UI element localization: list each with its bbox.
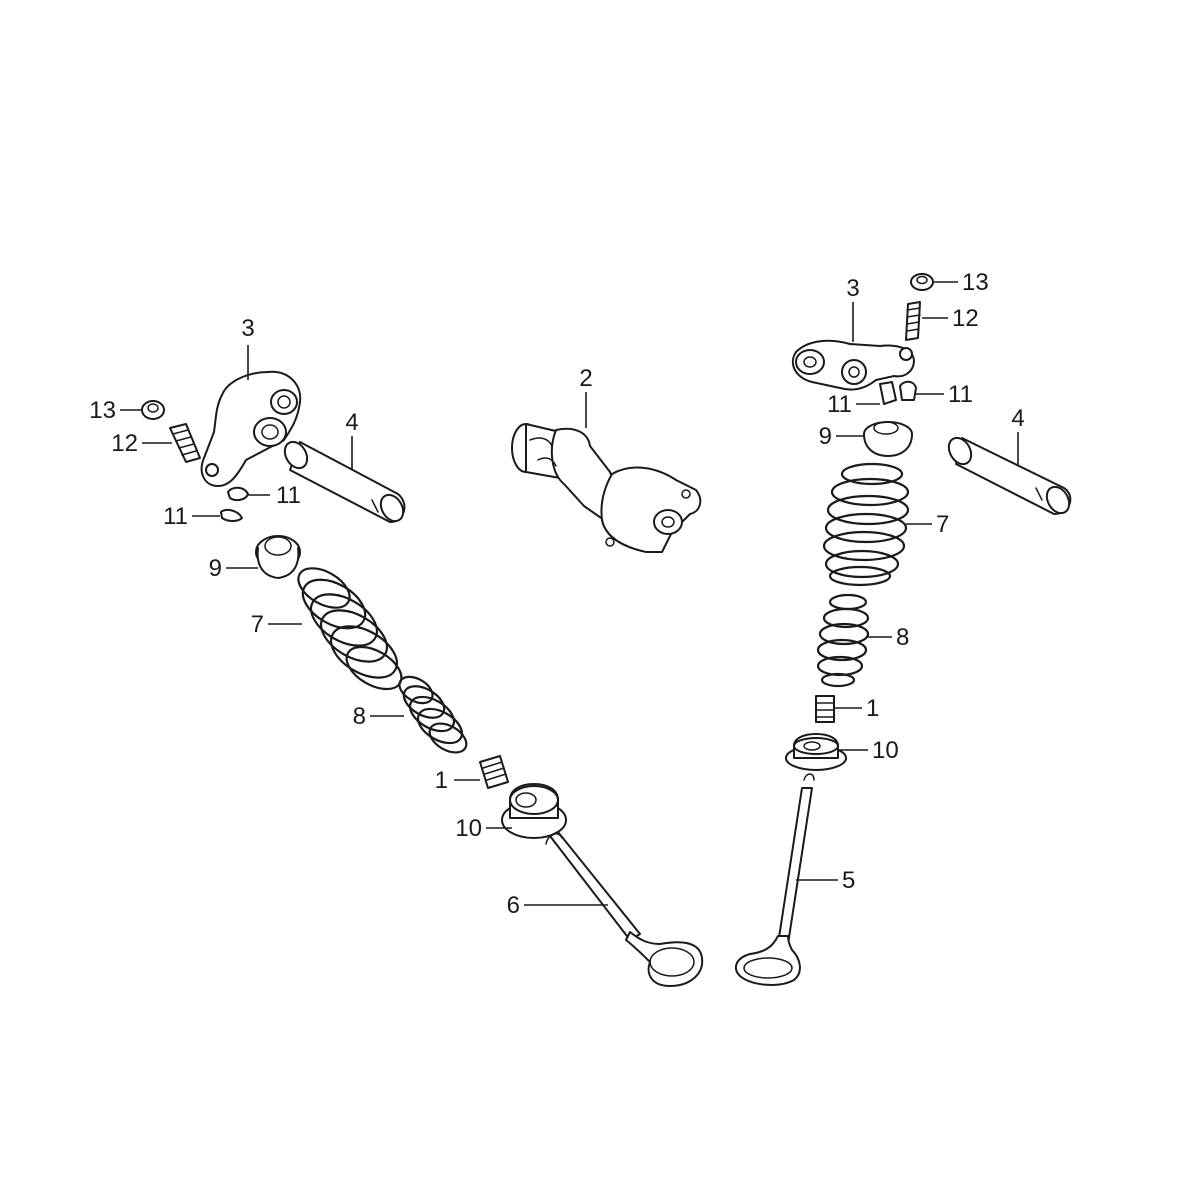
left-spring-retainer — [255, 535, 301, 579]
left-adjust-screw — [169, 423, 201, 463]
callout-right-outer-spring: 7 — [936, 511, 949, 538]
callout-right-rocker-arm: 3 — [846, 275, 859, 302]
right-adjust-screw — [905, 301, 921, 341]
left-cotter-upper — [227, 486, 249, 502]
callout-left-adjust-screw: 12 — [111, 430, 138, 457]
right-valve — [734, 773, 815, 986]
left-valve — [545, 831, 704, 987]
right-rocker-arm — [791, 339, 915, 391]
callout-left-stem-seal: 1 — [435, 767, 448, 794]
callout-camshaft: 2 — [579, 365, 592, 392]
left-outer-spring — [297, 567, 403, 691]
left-cotter-lower — [220, 509, 243, 522]
left-rocker-shaft — [283, 440, 406, 523]
callout-left-cotter-upper: 11 — [276, 482, 301, 509]
right-spring-retainer — [863, 421, 913, 457]
callout-right-cotter-left: 11 — [827, 391, 852, 418]
callout-right-retainer: 9 — [819, 423, 832, 450]
left-stem-seal — [479, 755, 509, 789]
callout-left-rocker-shaft: 4 — [345, 409, 358, 436]
callout-right-adjust-screw: 12 — [952, 305, 979, 332]
callout-left-rocker-arm: 3 — [241, 315, 254, 342]
left-inner-spring — [398, 675, 468, 754]
right-outer-spring — [822, 462, 910, 587]
callout-right-cotter-right: 11 — [948, 381, 973, 408]
callout-left-retainer: 9 — [209, 555, 222, 582]
callout-right-valve: 5 — [842, 867, 855, 894]
callout-left-adjust-nut: 13 — [89, 397, 116, 424]
left-rocker-arm — [200, 370, 302, 487]
callout-right-adjust-nut: 13 — [962, 269, 989, 296]
right-spring-seat — [785, 733, 847, 771]
right-stem-seal — [815, 695, 835, 723]
callout-right-inner-spring: 8 — [896, 624, 909, 651]
callout-right-rocker-shaft: 4 — [1011, 405, 1024, 432]
left-spring-seat — [501, 783, 567, 839]
callout-right-spring-seat: 10 — [872, 737, 899, 764]
right-rocker-shaft — [947, 436, 1072, 515]
callout-left-valve: 6 — [507, 892, 520, 919]
left-adjust-nut — [141, 400, 165, 420]
right-inner-spring — [816, 593, 870, 688]
right-cotter-right — [899, 380, 917, 401]
callout-left-outer-spring: 7 — [251, 611, 264, 638]
callout-left-spring-seat: 10 — [455, 815, 482, 842]
right-cotter-left — [879, 381, 897, 405]
camshaft — [511, 423, 702, 553]
callout-left-cotter-lower: 11 — [163, 503, 188, 530]
leader-lines — [120, 281, 1019, 906]
right-adjust-nut — [910, 273, 934, 291]
callout-left-inner-spring: 8 — [353, 703, 366, 730]
callout-right-stem-seal: 1 — [866, 695, 879, 722]
